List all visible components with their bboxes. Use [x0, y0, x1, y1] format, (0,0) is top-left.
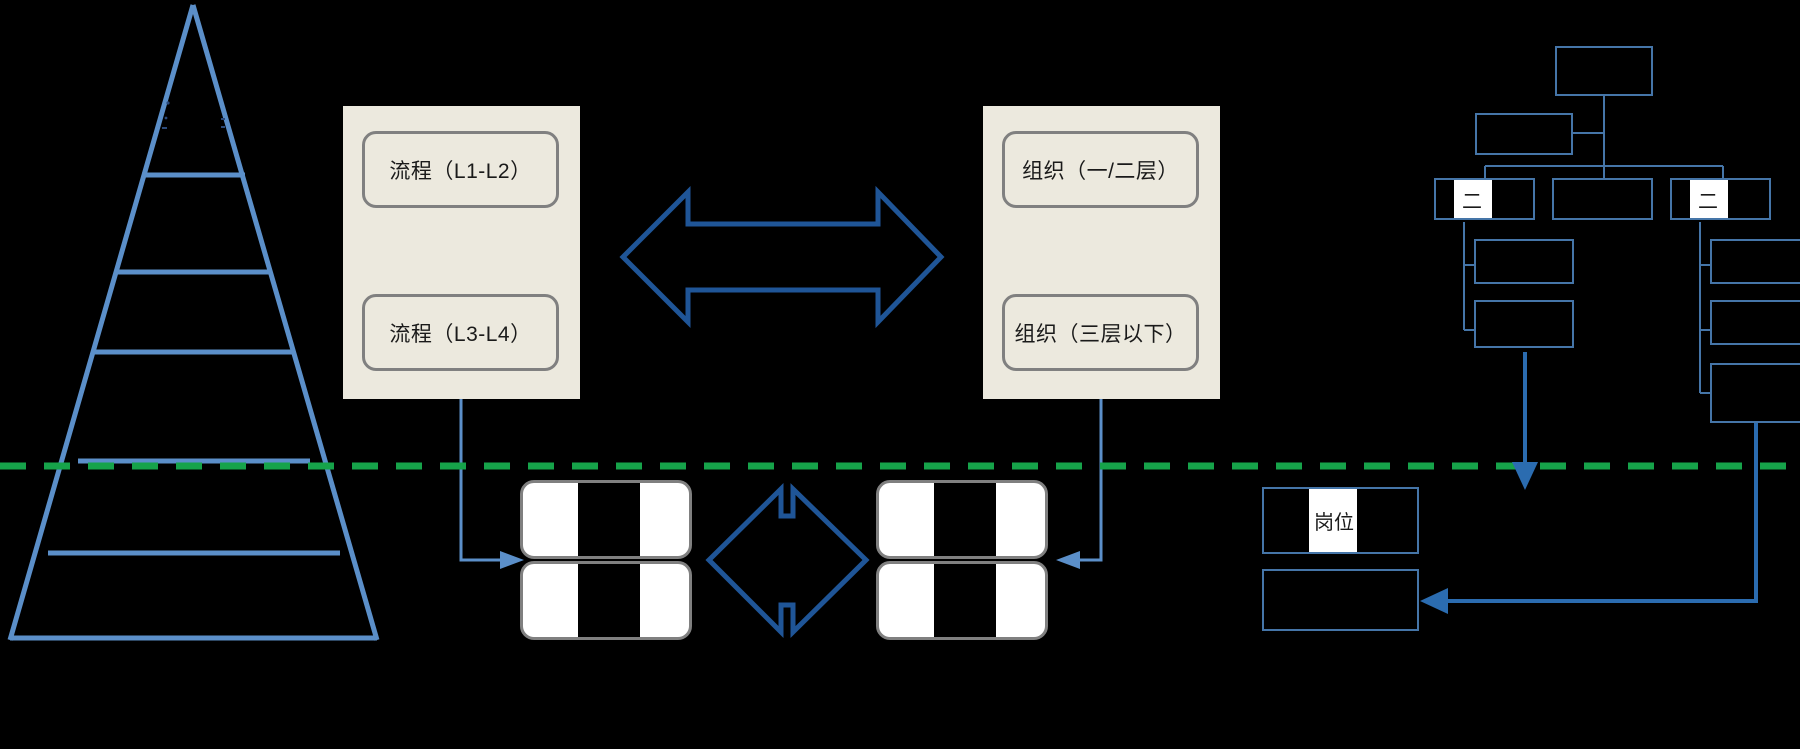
org-node-n1[interactable]: 二	[1434, 178, 1535, 220]
position-box-right-top[interactable]	[876, 480, 1048, 559]
position-box-right-bottom-band	[934, 564, 996, 637]
activity-position-double-arrow	[705, 483, 870, 639]
pyramid-faint-marks	[162, 101, 225, 129]
organization-box-level-1-2[interactable]: 组织（一/二层）	[1002, 131, 1199, 208]
position-node-gangwei[interactable]: 岗位	[1262, 487, 1419, 554]
pyramid-outline	[7, 4, 380, 641]
position-box-right-bottom[interactable]	[876, 561, 1048, 640]
org-node-n3c[interactable]	[1710, 363, 1800, 423]
org-node-n3-label: 二	[1698, 190, 1718, 213]
org-node-staff[interactable]	[1475, 113, 1573, 155]
activity-box-left-bottom[interactable]	[520, 561, 692, 640]
org-node-n1-label: 二	[1462, 190, 1482, 213]
organization-to-position-connector	[1056, 372, 1103, 569]
position-node-gangwei-label: 岗位	[1314, 512, 1354, 534]
activity-box-left-top-band	[578, 483, 640, 556]
process-box-l1-l2-label: 流程（L1-L2）	[389, 159, 532, 183]
organization-box-level-1-2-label: 组织（一/二层）	[1022, 159, 1179, 183]
org-node-n3b[interactable]	[1710, 300, 1800, 345]
org-node-n3-label-clip: 二	[1690, 180, 1728, 218]
activity-box-left-top[interactable]	[520, 480, 692, 559]
org-node-n3[interactable]: 二	[1670, 178, 1771, 220]
organization-box-level-3-below-label: 组织（三层以下）	[1014, 322, 1187, 346]
org-node-n1a[interactable]	[1474, 239, 1574, 284]
position-node-gangwei-label-clip: 岗位	[1309, 489, 1357, 552]
process-box-l3-l4[interactable]: 流程（L3-L4）	[362, 294, 559, 371]
pyramid-level-dividers	[48, 172, 340, 556]
org-node-n1b[interactable]	[1474, 300, 1574, 348]
org-node-n1-label-clip: 二	[1454, 180, 1492, 218]
position-node-lower[interactable]	[1262, 569, 1419, 631]
org-node-n2[interactable]	[1552, 178, 1653, 220]
position-box-right-top-band	[934, 483, 996, 556]
activity-box-left-bottom-band	[578, 564, 640, 637]
organization-box-level-3-below[interactable]: 组织（三层以下）	[1002, 294, 1199, 371]
process-to-activity-connector	[459, 372, 524, 569]
org-chart-connectors	[1463, 96, 1724, 394]
org-node-n3a[interactable]	[1710, 239, 1800, 284]
process-box-l3-l4-label: 流程（L3-L4）	[389, 322, 532, 346]
org-to-lower-position-arrow	[1420, 423, 1758, 614]
process-box-l1-l2[interactable]: 流程（L1-L2）	[362, 131, 559, 208]
org-node-root[interactable]	[1555, 46, 1653, 96]
org-to-gangwei-arrow	[1512, 352, 1538, 490]
process-org-double-arrow	[619, 185, 945, 329]
